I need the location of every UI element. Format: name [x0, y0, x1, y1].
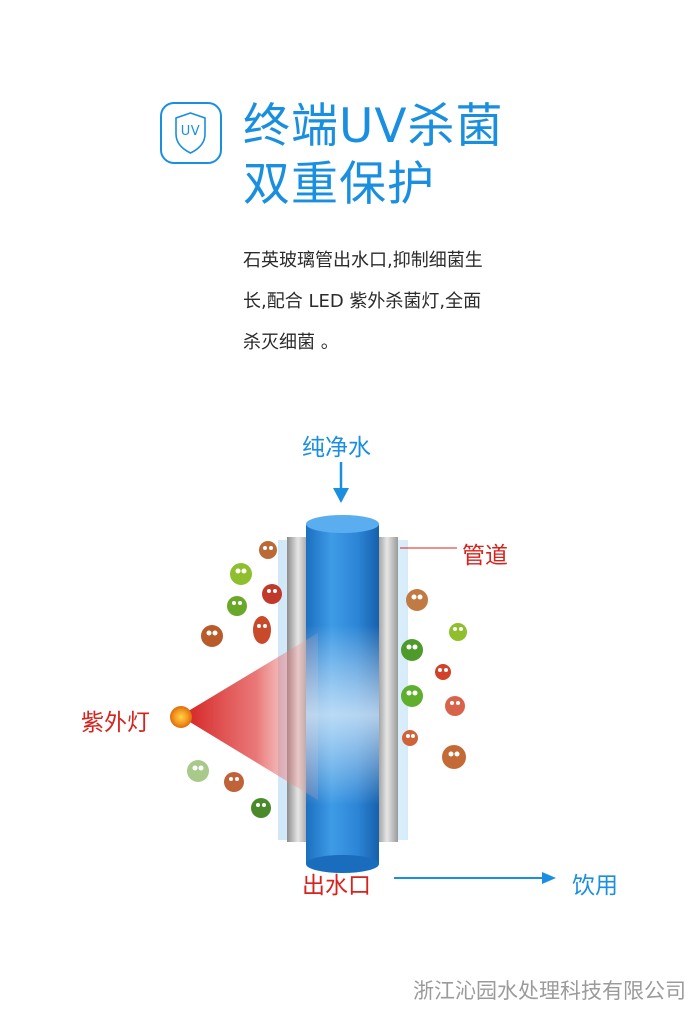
- uv-lamp-icon: [170, 706, 192, 728]
- outlet-arrow-head: [542, 872, 556, 884]
- tube-bottom: [306, 855, 379, 873]
- bacteria-icon: [259, 541, 277, 559]
- bacteria-icon: [445, 696, 465, 716]
- bacteria-icon: [253, 616, 271, 644]
- description: 石英玻璃管出水口,抑制细菌生 长,配合 LED 紫外杀菌灯,全面 杀灭细菌 。: [243, 240, 563, 363]
- bacteria-icon: [449, 623, 467, 641]
- bacteria-icon: [201, 625, 223, 647]
- bacteria-icon: [401, 639, 423, 661]
- inlet-arrow-head: [333, 488, 349, 503]
- page-title: 终端UV杀菌 双重保护: [243, 98, 504, 214]
- uv-beam: [180, 633, 318, 800]
- tube-top: [306, 515, 379, 533]
- bacteria-left-group: [187, 541, 282, 818]
- bacteria-right-group: [401, 589, 467, 769]
- bacteria-icon: [230, 563, 252, 585]
- company-footer: 浙江沁园水处理科技有限公司: [413, 979, 686, 1003]
- bacteria-icon: [187, 760, 209, 782]
- pipe-label: 管道: [462, 543, 508, 569]
- uv-badge: UV: [160, 102, 222, 164]
- title-line-1: 终端UV杀菌: [243, 99, 504, 154]
- output-label: 饮用: [572, 873, 618, 899]
- bacteria-icon: [224, 772, 244, 792]
- uv-shield-icon: [175, 112, 206, 154]
- bacteria-icon: [435, 664, 451, 680]
- outlet-label: 出水口: [302, 873, 371, 899]
- bacteria-icon: [402, 730, 418, 746]
- bacteria-icon: [262, 584, 282, 604]
- title-line-2: 双重保护: [243, 157, 435, 212]
- bacteria-icon: [227, 596, 247, 616]
- inlet-label: 纯净水: [302, 435, 371, 461]
- bacteria-icon: [251, 798, 271, 818]
- tube-illuminated: [306, 625, 379, 805]
- description-line-1: 石英玻璃管出水口,抑制细菌生: [243, 250, 483, 271]
- description-line-3: 杀灭细菌 。: [243, 332, 339, 353]
- pipe-wall-right: [376, 537, 398, 842]
- bacteria-icon: [442, 745, 466, 769]
- badge-label: UV: [180, 124, 201, 139]
- bacteria-icon: [406, 589, 428, 611]
- description-line-2: 长,配合 LED 紫外杀菌灯,全面: [243, 291, 482, 312]
- lamp-label: 紫外灯: [81, 710, 150, 736]
- bacteria-icon: [401, 685, 423, 707]
